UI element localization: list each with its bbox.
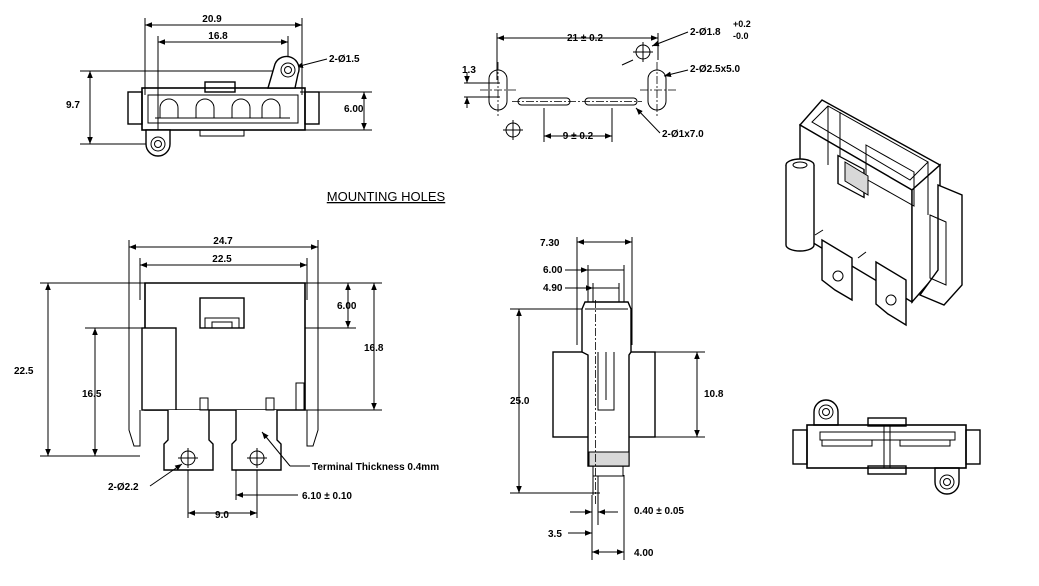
dim-height: 25.0 [510,396,530,407]
isometric-view [785,99,963,327]
dim-flange: 10.8 [704,389,724,400]
side-view: 7.30 6.00 4.90 25.0 10.8 0.40 ± 0.05 3.5… [510,237,724,560]
dim-height-body: 16.8 [364,343,384,354]
dim-outer-width: 24.7 [213,236,233,247]
dim-round-hole: 2-Ø1.8 [690,27,721,38]
dim-pin-offset: 3.5 [548,529,562,540]
dim-round-tol-plus: +0.2 [733,19,751,29]
dim-w1: 7.30 [540,238,560,249]
section-title: MOUNTING HOLES [327,189,446,204]
dim-pitch: 21 ± 0.2 [567,33,604,44]
dim-terminal-hole: 2-Ø2.2 [108,482,139,493]
dim-oval-hole: 2-Ø2.5x5.0 [690,64,740,75]
dim-oval-height: 1.3 [462,65,476,76]
dim-w3: 4.90 [543,283,563,294]
dim-inner-width: 22.5 [212,254,232,265]
dim-height: 9.7 [66,100,80,111]
dim-overall-width: 20.9 [202,14,222,25]
dim-overall-height: 22.5 [14,366,34,377]
dim-hole-callout: 2-Ø1.5 [329,54,360,65]
dim-pin-thickness: 0.40 ± 0.05 [634,506,684,517]
dim-pin-width: 4.00 [634,548,654,559]
dim-depth: 6.00 [337,301,357,312]
top-view: 20.9 16.8 2-Ø1.5 9.7 6.00 [66,14,372,157]
front-view: 24.7 22.5 6.00 16.8 22.5 16.5 2-Ø2.2 9.0… [14,236,439,521]
dim-slot-pitch: 9 ± 0.2 [563,131,594,142]
dim-left-height: 16.5 [82,389,102,400]
mounting-holes-view: 21 ± 0.2 2-Ø1.8 +0.2 -0.0 2-Ø2.5x5.0 1.3… [462,19,751,142]
dim-terminal-pitch: 9.0 [215,510,229,521]
dim-terminal-offset: 6.10 ± 0.10 [302,491,352,502]
dim-hole-pitch: 16.8 [208,31,228,42]
dim-slot: 2-Ø1x7.0 [662,129,704,140]
dim-body-height: 6.00 [344,104,364,115]
bottom-view [792,399,981,495]
terminal-note: Terminal Thickness 0.4mm [312,462,439,473]
dim-round-tol-minus: -0.0 [733,31,749,41]
dim-w2: 6.00 [543,265,563,276]
